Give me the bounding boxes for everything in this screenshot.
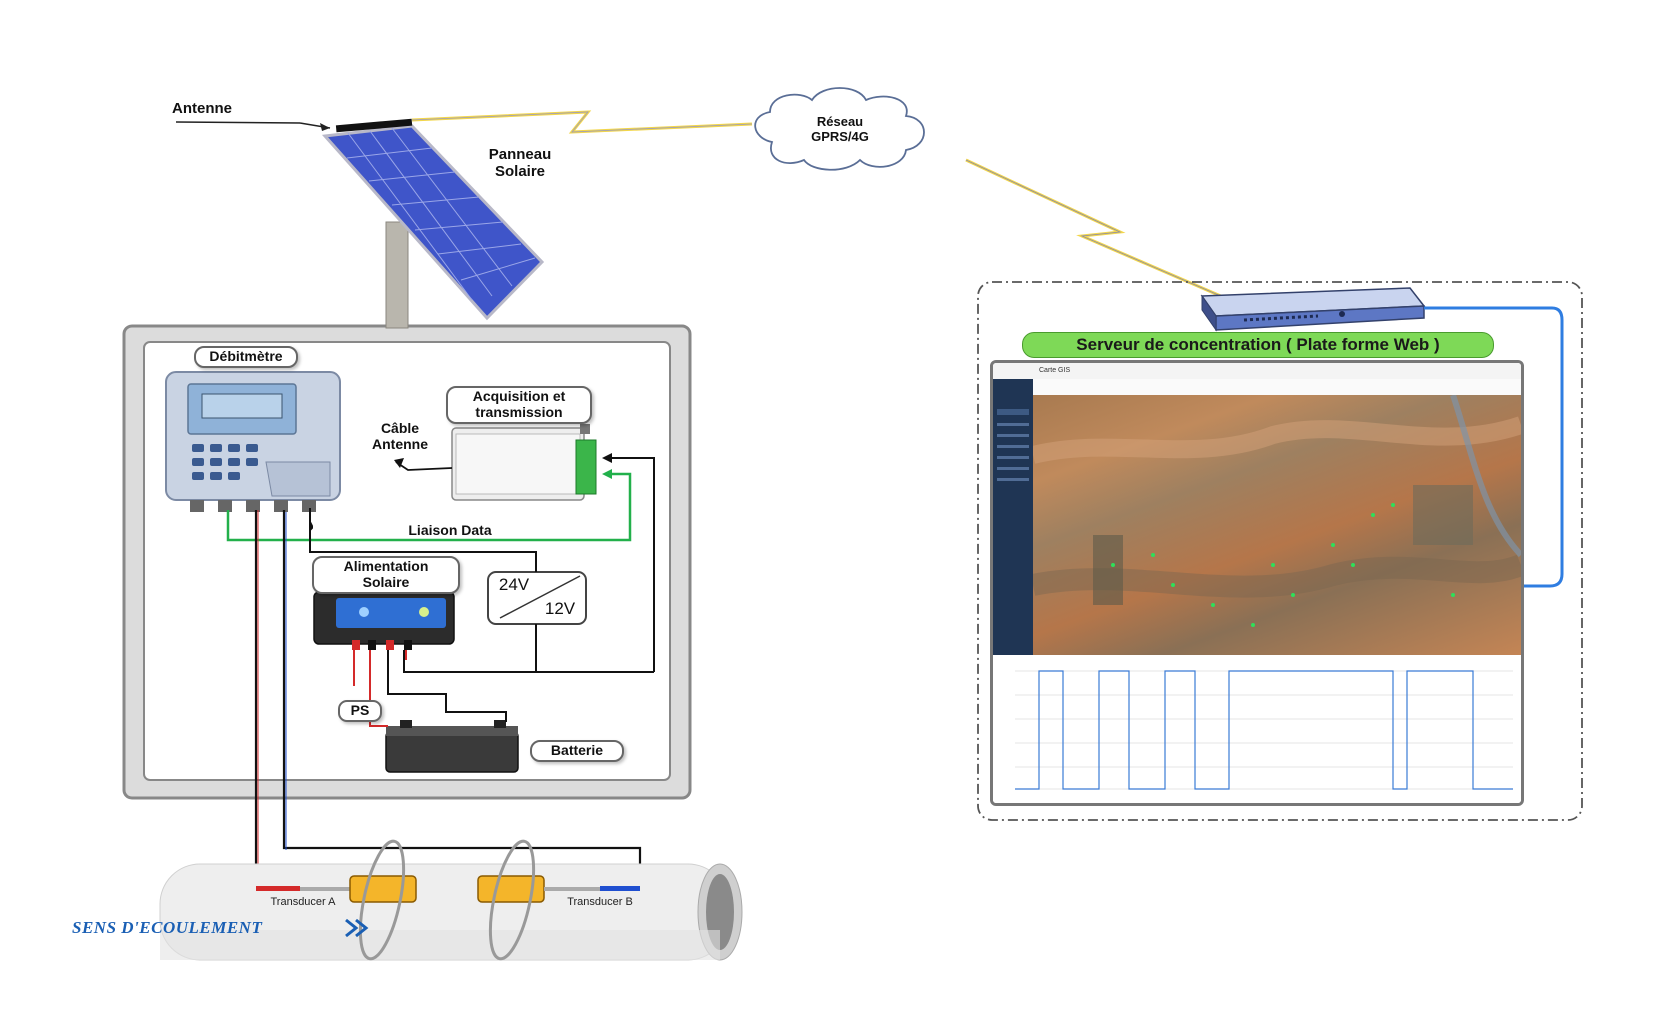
ps-label: PS: [338, 700, 382, 722]
server-label: Serveur de concentration ( Plate forme W…: [1022, 332, 1494, 358]
map-overlay: [1030, 394, 1521, 627]
satellite-map: [1030, 394, 1521, 655]
signal-link-1: [411, 110, 753, 134]
screen-tab[interactable]: Carte GIS: [1039, 367, 1071, 374]
acquisition-module-icon: [451, 424, 597, 501]
cable-line1: Câble: [380, 420, 420, 436]
solar-panel-icon: [321, 124, 545, 321]
flow-time-series-chart: [993, 655, 1521, 803]
reseau-label: Réseau GPRS/4G: [790, 114, 890, 144]
panneau-label: Panneau Solaire: [470, 146, 570, 180]
acquisition-label: Acquisition et transmission: [446, 386, 592, 424]
signal-link-2: [965, 158, 1231, 302]
alimentation-line2: Solaire: [362, 574, 410, 590]
alimentation-line1: Alimentation: [343, 558, 429, 574]
antenne-label: Antenne: [172, 100, 232, 117]
cable-line2: Antenne: [372, 436, 428, 452]
converter-in-label: 24V: [498, 575, 530, 594]
battery-icon: [385, 720, 519, 773]
transducer-b-label: Transducer B: [567, 896, 633, 908]
double-chevron-icon: [345, 918, 369, 938]
cloud-icon: [754, 87, 925, 171]
cable-label: Câble Antenne: [360, 420, 440, 452]
solar-pole: [385, 221, 409, 329]
screen-topbar: Carte GIS: [993, 363, 1521, 380]
batterie-label: Batterie: [530, 740, 624, 762]
panneau-line1: Panneau: [488, 146, 552, 163]
pipe-icon: [159, 863, 743, 961]
reseau-line1: Réseau: [816, 114, 864, 129]
reseau-line2: GPRS/4G: [811, 129, 869, 144]
server-rack-icon: [1200, 287, 1426, 332]
flowmeter-icon: [165, 371, 341, 512]
screen-sidebar: [993, 379, 1033, 655]
web-platform-screen: Carte GIS: [990, 360, 1524, 806]
screen-filterbar: [1033, 379, 1521, 396]
flow-direction-label: SENS D'ECOULEMENT: [72, 918, 263, 937]
panneau-line2: Solaire: [494, 163, 546, 180]
server-frame: [977, 281, 1583, 821]
chart-canvas: [1015, 670, 1513, 790]
alimentation-label: Alimentation Solaire: [312, 556, 460, 594]
transducer-a-icon: [256, 839, 417, 961]
converter-out-label: 12V: [544, 599, 576, 618]
acquisition-line2: transmission: [475, 404, 563, 420]
data-link-wire: [226, 472, 632, 542]
charge-controller-icon: [313, 591, 455, 650]
debitmetre-label: Débitmètre: [194, 346, 298, 368]
transducer-a-label: Transducer A: [270, 896, 336, 908]
liaison-label: Liaison Data: [408, 522, 492, 538]
antenna-icon: [335, 118, 413, 133]
acquisition-line1: Acquisition et: [472, 388, 566, 404]
server-screen-link: [1424, 306, 1564, 588]
transducer-b-icon: [477, 839, 640, 961]
antenne-pointer: [175, 121, 301, 124]
